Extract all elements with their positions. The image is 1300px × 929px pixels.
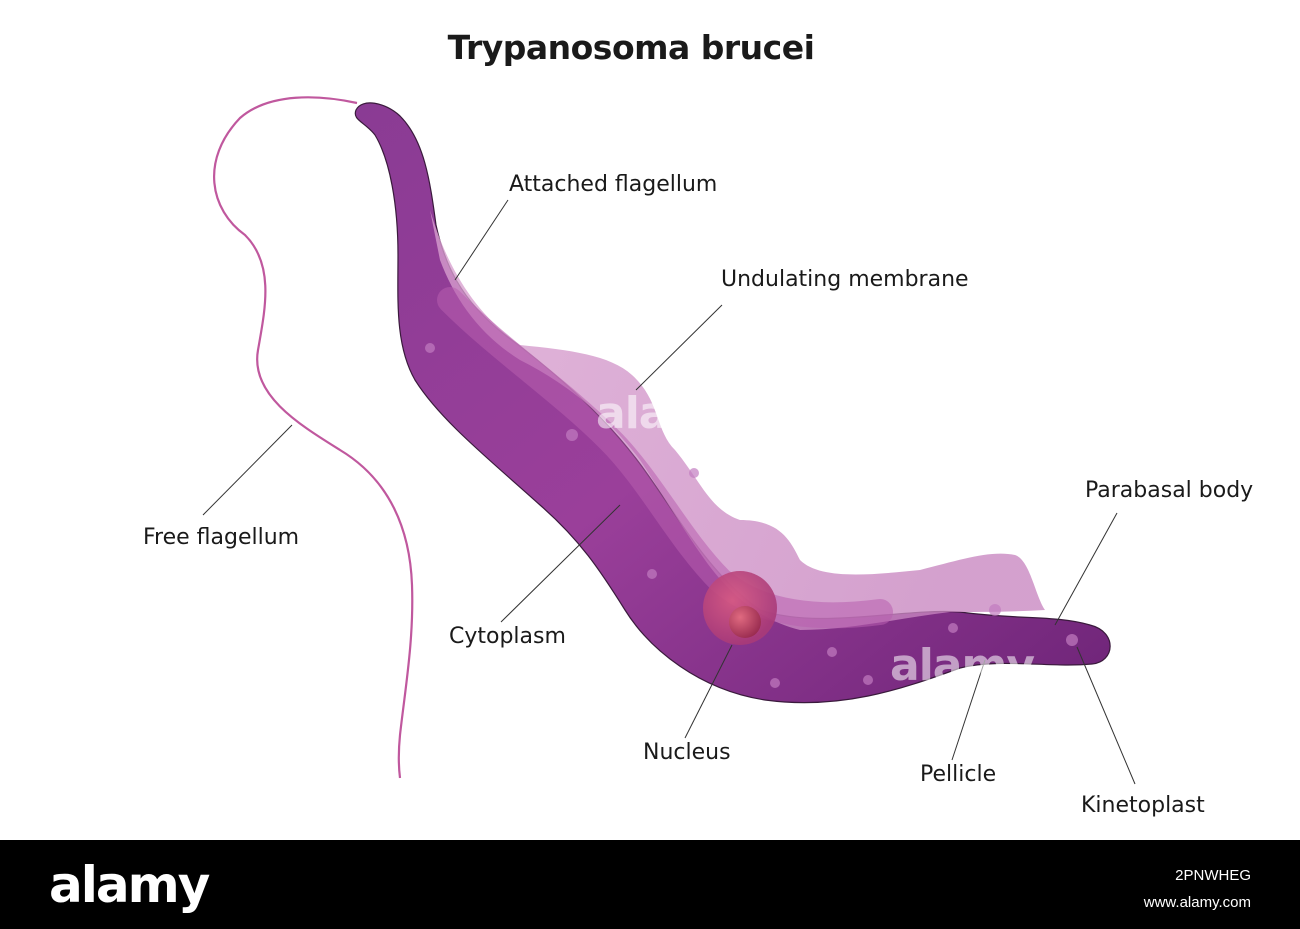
label-kinetoplast: Kinetoplast [1081, 793, 1205, 818]
leader-lines [202, 199, 1136, 785]
undulating-membrane-shape [430, 210, 1045, 630]
label-parabasal-body: Parabasal body [1085, 478, 1254, 503]
alamy-logo: alamy [49, 856, 210, 914]
diagram-illustration [202, 96, 1136, 785]
watermark: alamy [596, 388, 741, 439]
cytoplasm-band [437, 287, 893, 629]
trypanosoma-diagram: Trypanosoma brucei Attached flagellum Un… [143, 28, 1254, 818]
stock-footer: alamy 2PNWHEG www.alamy.com [0, 840, 1300, 929]
diagram-title: Trypanosoma brucei [447, 28, 815, 67]
label-attached-flagellum: Attached flagellum [509, 172, 718, 197]
nucleolus-shape [729, 606, 761, 638]
label-cytoplasm: Cytoplasm [449, 624, 566, 649]
image-reference: 2PNWHEG www.alamy.com [1144, 862, 1251, 916]
label-free-flagellum: Free flagellum [143, 525, 300, 550]
label-pellicle: Pellicle [920, 762, 997, 787]
label-nucleus: Nucleus [643, 740, 731, 765]
label-undulating-membrane: Undulating membrane [721, 267, 969, 292]
site-url: www.alamy.com [1143, 894, 1251, 911]
watermark: alamy [890, 640, 1035, 691]
free-flagellum-shape [213, 96, 414, 779]
image-id: 2PNWHEG [1175, 867, 1251, 884]
cytoplasm-granules [425, 343, 1078, 688]
